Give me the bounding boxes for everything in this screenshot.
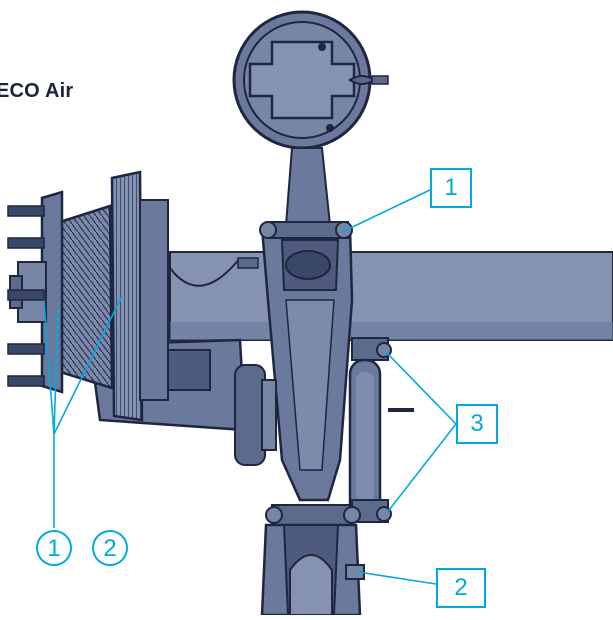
air-spring — [232, 10, 389, 150]
callout-box-3: 3 — [456, 404, 498, 444]
callout-circle-2: 2 — [92, 530, 128, 566]
leader-box-3-bottom — [385, 423, 457, 515]
leader-circle-1-a — [43, 301, 55, 435]
brake-disc — [110, 170, 169, 422]
lower-hanger — [260, 504, 365, 617]
leader-box-1 — [341, 189, 431, 233]
leader-circle-1-b — [53, 309, 59, 435]
shock-absorber — [348, 337, 414, 523]
axle-beam-shadow — [170, 322, 613, 340]
leader-box-2 — [357, 571, 437, 585]
callout-box-2: 2 — [436, 568, 486, 608]
wheel-studs — [7, 205, 45, 387]
air-spring-stem — [284, 147, 332, 226]
leader-circle-2 — [53, 295, 123, 435]
leader-box-3-top — [385, 351, 457, 425]
page-title: ECO Air — [0, 80, 74, 102]
callout-box-1: 1 — [430, 168, 472, 208]
callout-circle-1: 1 — [36, 530, 72, 566]
